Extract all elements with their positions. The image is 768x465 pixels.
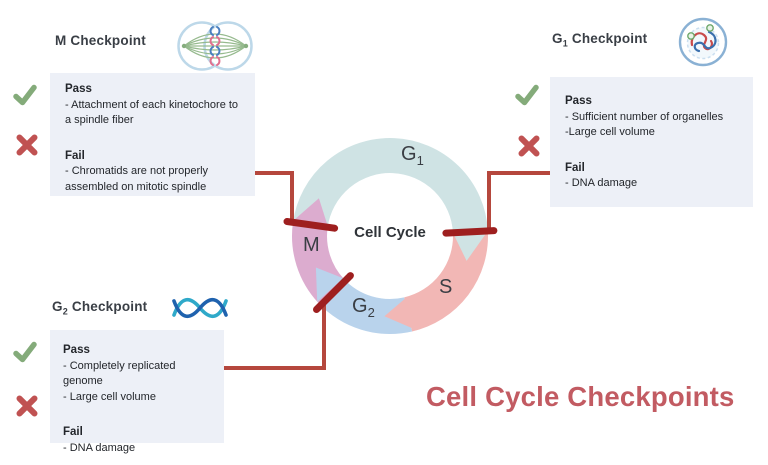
- arrow-g2-to-m: [315, 267, 344, 302]
- fail-line: - Chromatids are not properly: [65, 165, 209, 177]
- fail-label: Fail: [63, 426, 83, 438]
- g1-checkpoint-title: G1 Checkpoint: [552, 31, 648, 49]
- mitotic-spindle-icon: [177, 21, 253, 71]
- checkpoint-bars: [283, 218, 498, 313]
- phase-label-m: M: [303, 234, 320, 256]
- connector-lines: [224, 171, 550, 370]
- m-checkpoint-bar: [283, 218, 339, 232]
- phase-label-s: S: [439, 276, 453, 298]
- phase-label-g2: G2: [352, 295, 375, 320]
- dna-icon: [172, 298, 228, 318]
- fail-label: Fail: [565, 161, 585, 174]
- g1-checkpoint-connector: [487, 171, 550, 231]
- g2-checkpoint-title: G2 Checkpoint: [52, 299, 148, 317]
- m-checkpoint-title: M Checkpoint: [55, 33, 146, 48]
- direction-arrows: [293, 198, 488, 331]
- m-checkpoint-connector: [255, 171, 294, 224]
- pass-line: a spindle fiber: [65, 114, 134, 126]
- g2-checkpoint-box: Pass - Completely replicated genome - La…: [50, 330, 224, 454]
- pass-line: - Sufficient number of organelles: [565, 110, 724, 123]
- pass-label: Pass: [565, 95, 592, 107]
- page-title: Cell Cycle Checkpoints: [426, 381, 735, 412]
- arrow-g1-to-s: [452, 230, 488, 261]
- cell-organelles-icon: [678, 17, 728, 67]
- fail-line: - DNA damage: [565, 177, 638, 189]
- fail-line: - DNA damage: [63, 441, 136, 454]
- pass-line: - Attachment of each kinetochore to: [65, 98, 239, 111]
- cycle-center-label: Cell Cycle: [354, 224, 426, 241]
- g2-fail-cross-icon: [16, 395, 38, 417]
- g1-checkpoint-box: Pass - Sufficient number of organelles -…: [550, 77, 753, 207]
- m-fail-cross-icon: [16, 134, 38, 156]
- pass-line: - Large cell volume: [63, 390, 156, 403]
- fail-line: assembled on mitotic spindle: [65, 180, 207, 193]
- segment-g1: [292, 138, 488, 234]
- g2-checkpoint-bar: [313, 272, 354, 313]
- pass-line: - Completely replicated genome: [63, 359, 176, 388]
- g1-pass-check-icon: [515, 84, 539, 106]
- pass-line: -Large cell volume: [565, 126, 655, 138]
- m-checkpoint-box: Pass - Attachment of each kinetochore to…: [50, 73, 255, 196]
- fail-label: Fail: [65, 149, 85, 162]
- pass-label: Pass: [63, 344, 90, 356]
- g1-checkpoint-bar: [442, 227, 498, 237]
- m-pass-check-icon: [13, 84, 37, 106]
- g2-checkpoint-connector: [224, 305, 326, 370]
- pass-label: Pass: [65, 83, 92, 95]
- g2-pass-check-icon: [13, 341, 37, 363]
- arrow-s-to-g2: [384, 296, 417, 331]
- arrow-m-to-g1: [293, 198, 328, 227]
- phase-label-g1: G1: [401, 143, 424, 168]
- g1-fail-cross-icon: [518, 135, 540, 157]
